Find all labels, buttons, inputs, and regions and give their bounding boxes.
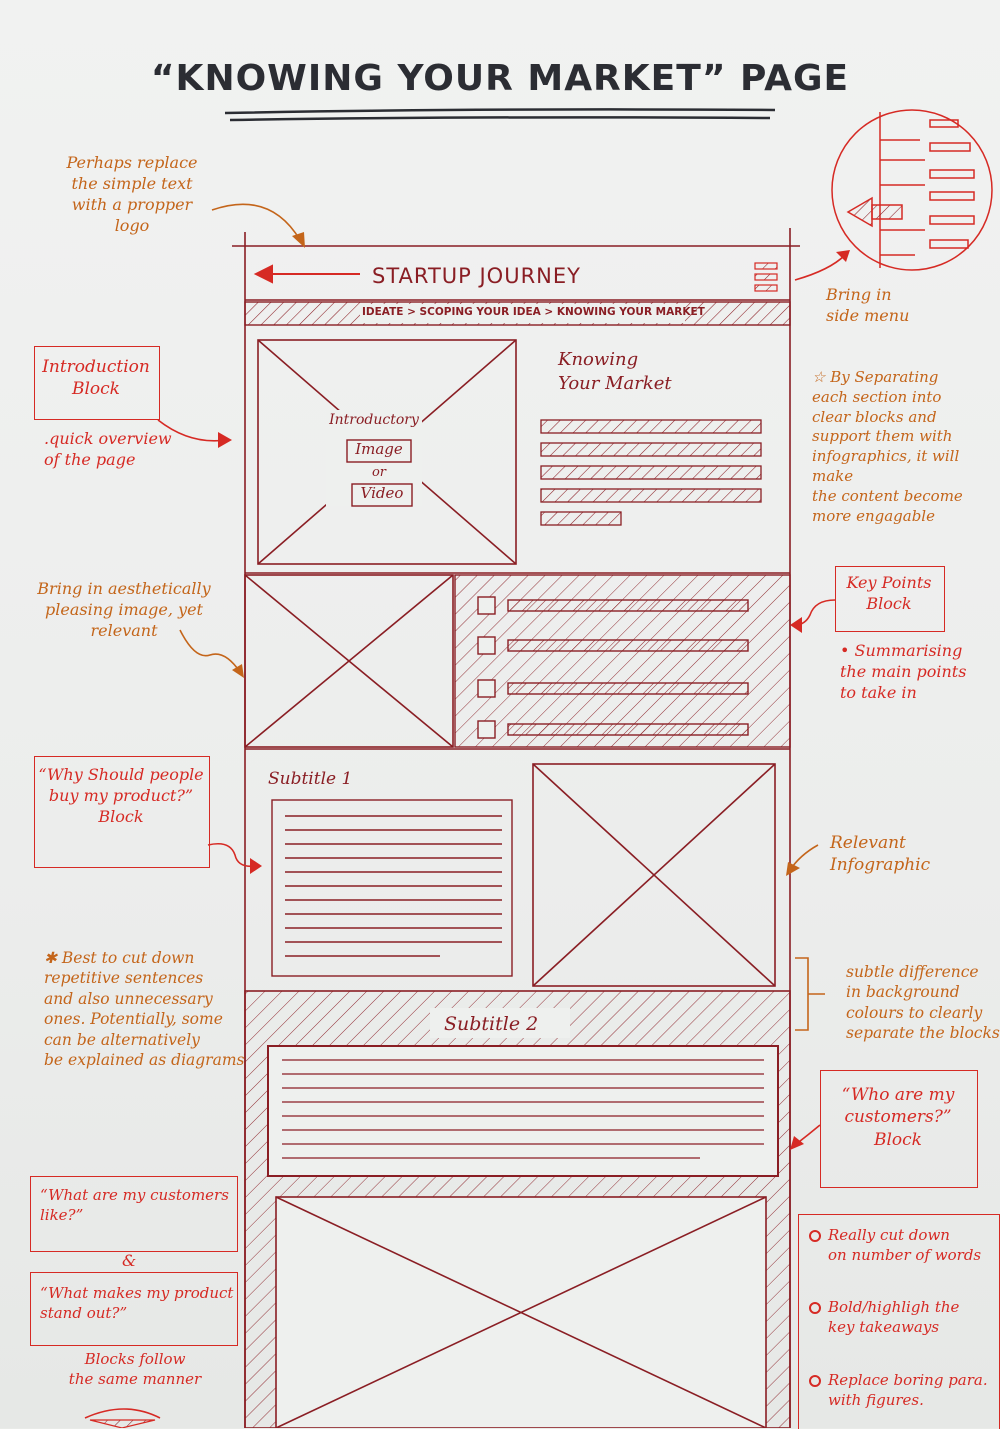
title-underline <box>224 108 776 122</box>
customers-block-label-box <box>820 1070 978 1188</box>
intro-media-label-video: Video <box>360 484 404 502</box>
background-colours-note: subtle difference in background colours … <box>846 963 1000 1043</box>
page-title: “KNOWING YOUR MARKET” PAGE <box>150 58 850 99</box>
why-block-label-box <box>34 756 210 868</box>
key-point-list <box>477 596 749 739</box>
ampersand-label: & <box>122 1251 137 1270</box>
customers-like-label: “What are my customers like?” <box>40 1186 229 1224</box>
key-points-label-box <box>835 566 945 632</box>
aesthetic-image-placeholder <box>244 574 454 748</box>
aesthetic-image-note: Bring in aesthetically pleasing image, y… <box>37 579 211 641</box>
side-menu-note: Bring in side menu <box>826 285 910 326</box>
wireframe-intro-heading: Knowing Your Market <box>558 349 672 394</box>
hamburger-menu-icon <box>754 262 778 292</box>
customers-like-label-box <box>30 1176 238 1252</box>
blocks-follow-arrow-icon <box>89 1419 156 1428</box>
subtitle2-text-box <box>267 1045 779 1177</box>
intro-block-label-box <box>34 346 160 420</box>
key-points-description: • Summarising the main points to take in <box>840 641 967 703</box>
intro-media-label-image: Image <box>355 440 403 458</box>
infographic-note: Relevant Infographic <box>830 833 931 876</box>
intro-video-label-box <box>351 483 413 507</box>
cut-down-note: ✱ Best to cut down repetitive sentences … <box>44 949 245 1070</box>
key-points-label: Key Points Block <box>846 573 932 614</box>
intro-text-lines <box>540 419 762 526</box>
why-block-label: “Why Should people buy my product?” Bloc… <box>38 765 204 827</box>
wireframe-subtitle-1: Subtitle 1 <box>268 769 353 789</box>
infographic-placeholder <box>532 763 776 987</box>
tip-1: Really cut down on number of words <box>828 1226 982 1264</box>
customers-block-label: “Who are my customers?” Block <box>841 1085 955 1150</box>
wireframe-site-title: STARTUP JOURNEY <box>372 264 581 288</box>
back-arrow-icon <box>253 264 360 284</box>
tip-2: Bold/highligh the key takeaways <box>828 1298 960 1336</box>
subtitle1-text-box <box>271 799 513 977</box>
side-menu-magnifier <box>831 109 993 271</box>
stand-out-label-box <box>30 1272 238 1346</box>
annotation-arrows <box>84 203 850 1419</box>
tip-3: Replace boring para. with figures. <box>828 1371 988 1409</box>
intro-image-label-box <box>346 439 412 463</box>
intro-block-label: Introduction Block <box>42 357 150 400</box>
wireframe-breadcrumb: IDEATE > SCOPING YOUR IDEA > KNOWING YOU… <box>362 306 705 318</box>
tips-bullets <box>809 1230 821 1387</box>
intro-media-label-or: or <box>371 465 387 480</box>
wireframe-subtitle-2: Subtitle 2 <box>444 1013 539 1035</box>
intro-media-label-introductory: Introductory <box>329 412 419 428</box>
stand-out-label: “What makes my product stand out?” <box>40 1284 234 1322</box>
logo-note: Perhaps replace the simple text with a p… <box>66 153 198 236</box>
blocks-follow-note: Blocks follow the same manner <box>68 1350 202 1388</box>
separating-blocks-note: ☆ By Separating each section into clear … <box>812 368 963 525</box>
intro-block-description: .quick overview of the page <box>44 429 172 470</box>
